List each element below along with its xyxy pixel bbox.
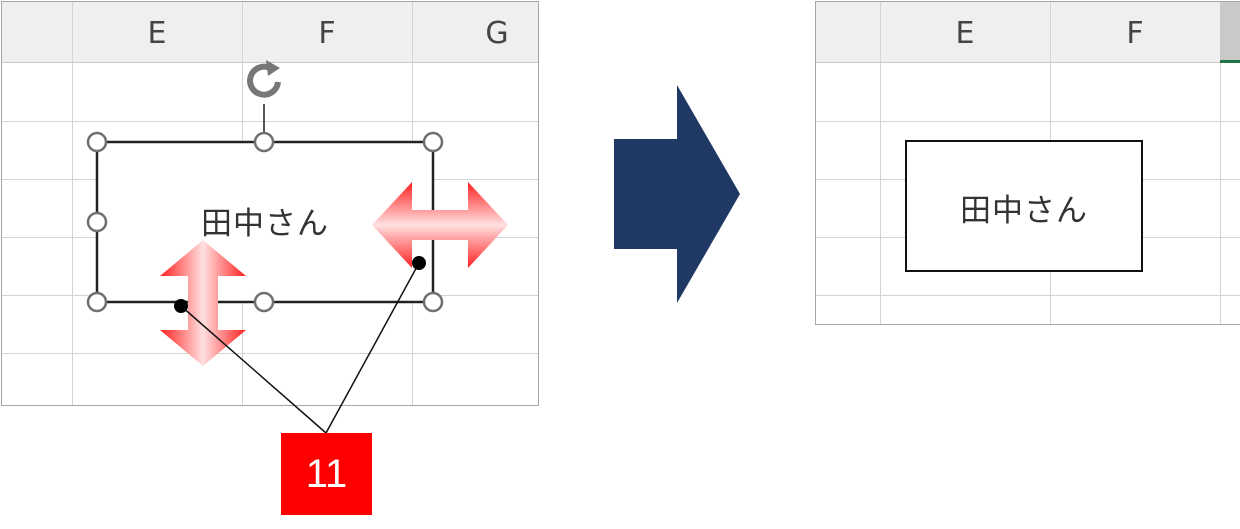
scrollbar[interactable] [1220,2,1240,62]
right-arrow-icon [614,85,740,303]
column-header-f[interactable]: F [318,16,336,51]
active-cell-indicator [1220,60,1240,63]
resized-shape[interactable] [905,140,1143,272]
vertical-resize-arrow-icon [160,240,246,366]
rotate-handle-icon[interactable] [240,58,290,98]
shape-text-before: 田中さん [201,206,329,242]
column-header-e-after[interactable]: E [955,16,975,51]
callout-badge: 11 [281,433,372,515]
column-header-e[interactable]: E [147,16,167,51]
column-header-bar [2,2,538,63]
column-header-f-after[interactable]: F [1126,16,1144,51]
shape-text-after: 田中さん [960,193,1088,229]
column-header-bar-after [816,2,1240,63]
horizontal-resize-arrow-icon [372,182,508,268]
column-header-g[interactable]: G [485,16,509,51]
